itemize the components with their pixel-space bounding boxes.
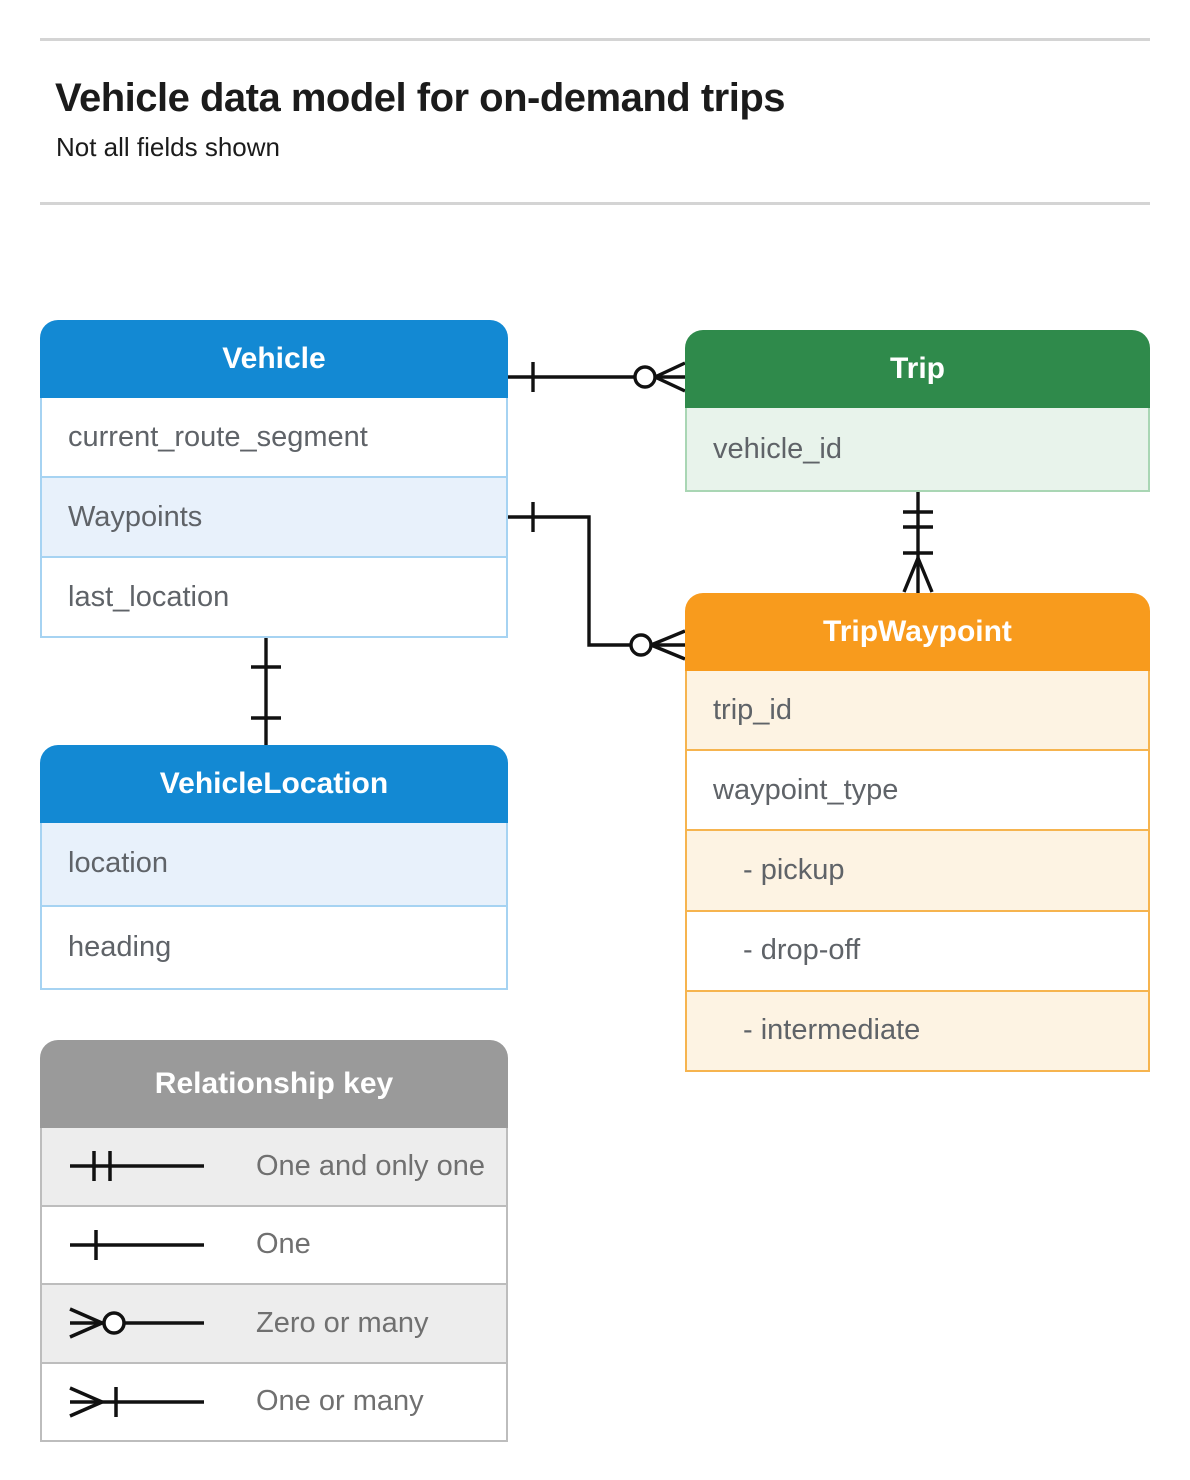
field-trip-id: trip_id: [687, 671, 1148, 750]
entity-vehicle: Vehicle current_route_segment Waypoints …: [40, 320, 508, 638]
entity-tripwaypoint: TripWaypoint trip_id waypoint_type - pic…: [685, 593, 1150, 1072]
entity-vehicle-header: Vehicle: [40, 320, 508, 398]
one-or-many-icon: [69, 1386, 204, 1418]
field-waypoint-type-pickup: - pickup: [687, 829, 1148, 910]
field-waypoint-type-drop-off: - drop-off: [687, 909, 1148, 990]
entity-tripwaypoint-body: trip_id waypoint_type - pickup - drop-of…: [685, 671, 1150, 1072]
field-current-route-segment: current_route_segment: [42, 398, 506, 476]
legend-item-one-and-only-one: One and only one: [42, 1128, 506, 1205]
relationship-key-body: One and only one One Zero or many One or…: [40, 1128, 508, 1442]
connector-vehicle-trip: [508, 361, 686, 393]
entity-tripwaypoint-header: TripWaypoint: [685, 593, 1150, 671]
field-last-location: last_location: [42, 556, 506, 636]
legend-label: Zero or many: [256, 1306, 429, 1339]
connector-waypoints-tripwaypoint: [508, 502, 686, 661]
field-location: location: [42, 823, 506, 905]
field-vehicle-id: vehicle_id: [687, 408, 1148, 490]
field-waypoints: Waypoints: [42, 476, 506, 556]
entity-trip: Trip vehicle_id: [685, 330, 1150, 492]
legend-item-one-or-many: One or many: [42, 1361, 506, 1440]
entity-trip-body: vehicle_id: [685, 408, 1150, 492]
top-divider: [40, 38, 1150, 41]
entity-vehiclelocation: VehicleLocation location heading: [40, 745, 508, 990]
entity-vehiclelocation-body: location heading: [40, 823, 508, 990]
one-and-only-one-icon: [70, 1151, 204, 1182]
connector-vehicle-vehiclelocation: [251, 636, 281, 745]
field-waypoint-type-intermediate: - intermediate: [687, 989, 1148, 1071]
field-heading: heading: [42, 904, 506, 988]
legend-label: One and only one: [256, 1149, 485, 1182]
entity-trip-header: Trip: [685, 330, 1150, 408]
field-waypoint-type: waypoint_type: [687, 749, 1148, 830]
legend-item-zero-or-many: Zero or many: [42, 1283, 506, 1362]
legend-item-one: One: [42, 1204, 506, 1283]
one-icon: [70, 1229, 204, 1260]
legend-label: One or many: [256, 1385, 424, 1418]
page-title: Vehicle data model for on-demand trips: [55, 76, 786, 120]
header-divider: [40, 202, 1150, 205]
page-subtitle: Not all fields shown: [56, 132, 280, 162]
connector-trip-tripwaypoint: [902, 490, 934, 593]
relationship-key: Relationship key One and only one One Ze…: [40, 1040, 508, 1442]
relationship-key-header: Relationship key: [40, 1040, 508, 1128]
zero-or-many-icon: [69, 1307, 204, 1339]
legend-label: One: [256, 1228, 311, 1261]
entity-vehiclelocation-header: VehicleLocation: [40, 745, 508, 823]
entity-vehicle-body: current_route_segment Waypoints last_loc…: [40, 398, 508, 638]
